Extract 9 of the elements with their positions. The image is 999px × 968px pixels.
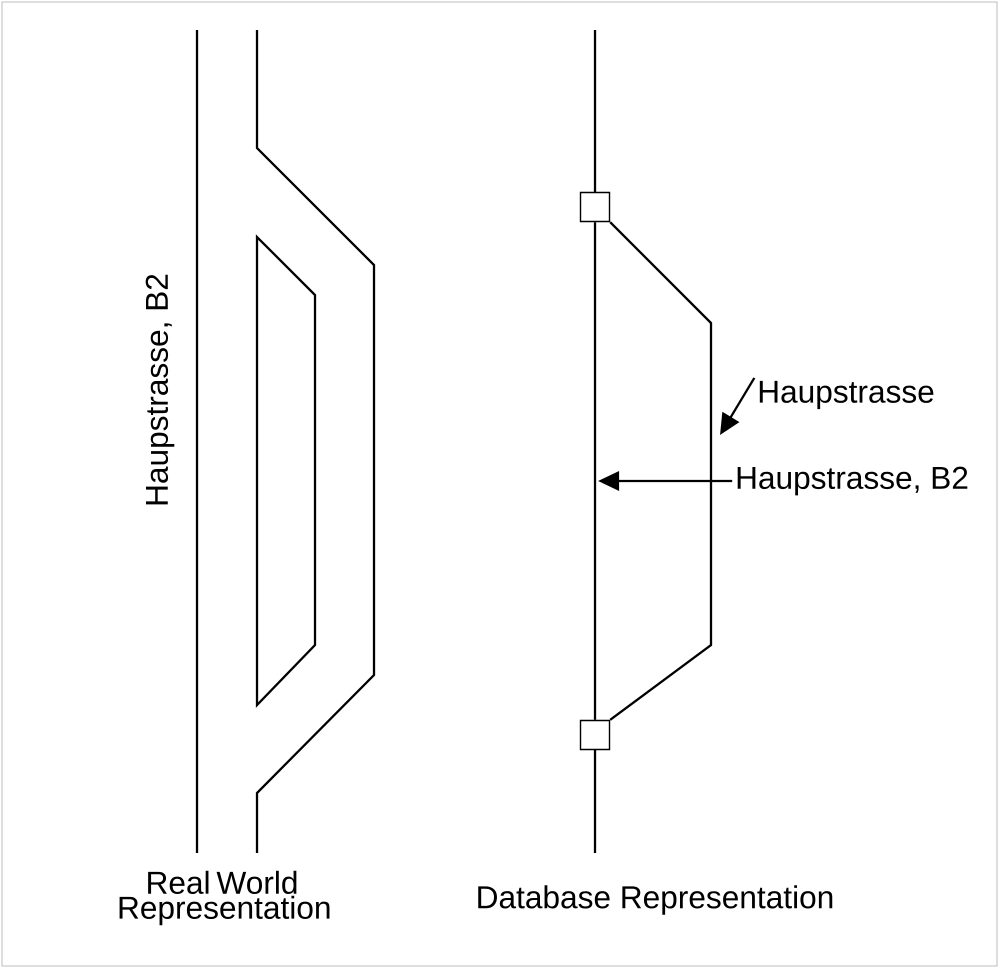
vertical-road-label: Haupstrasse, B2 bbox=[146, 274, 174, 504]
caption: Database Representation bbox=[478, 885, 832, 915]
road-label: Haupstrasse, B2 bbox=[738, 466, 968, 496]
road-line bbox=[594, 222, 596, 720]
road-label: Haupstrasse bbox=[760, 380, 934, 410]
junction-square bbox=[580, 192, 610, 222]
junction-square bbox=[580, 720, 610, 750]
bypass-line bbox=[609, 221, 712, 721]
caption: Real World Representation bbox=[120, 870, 330, 926]
